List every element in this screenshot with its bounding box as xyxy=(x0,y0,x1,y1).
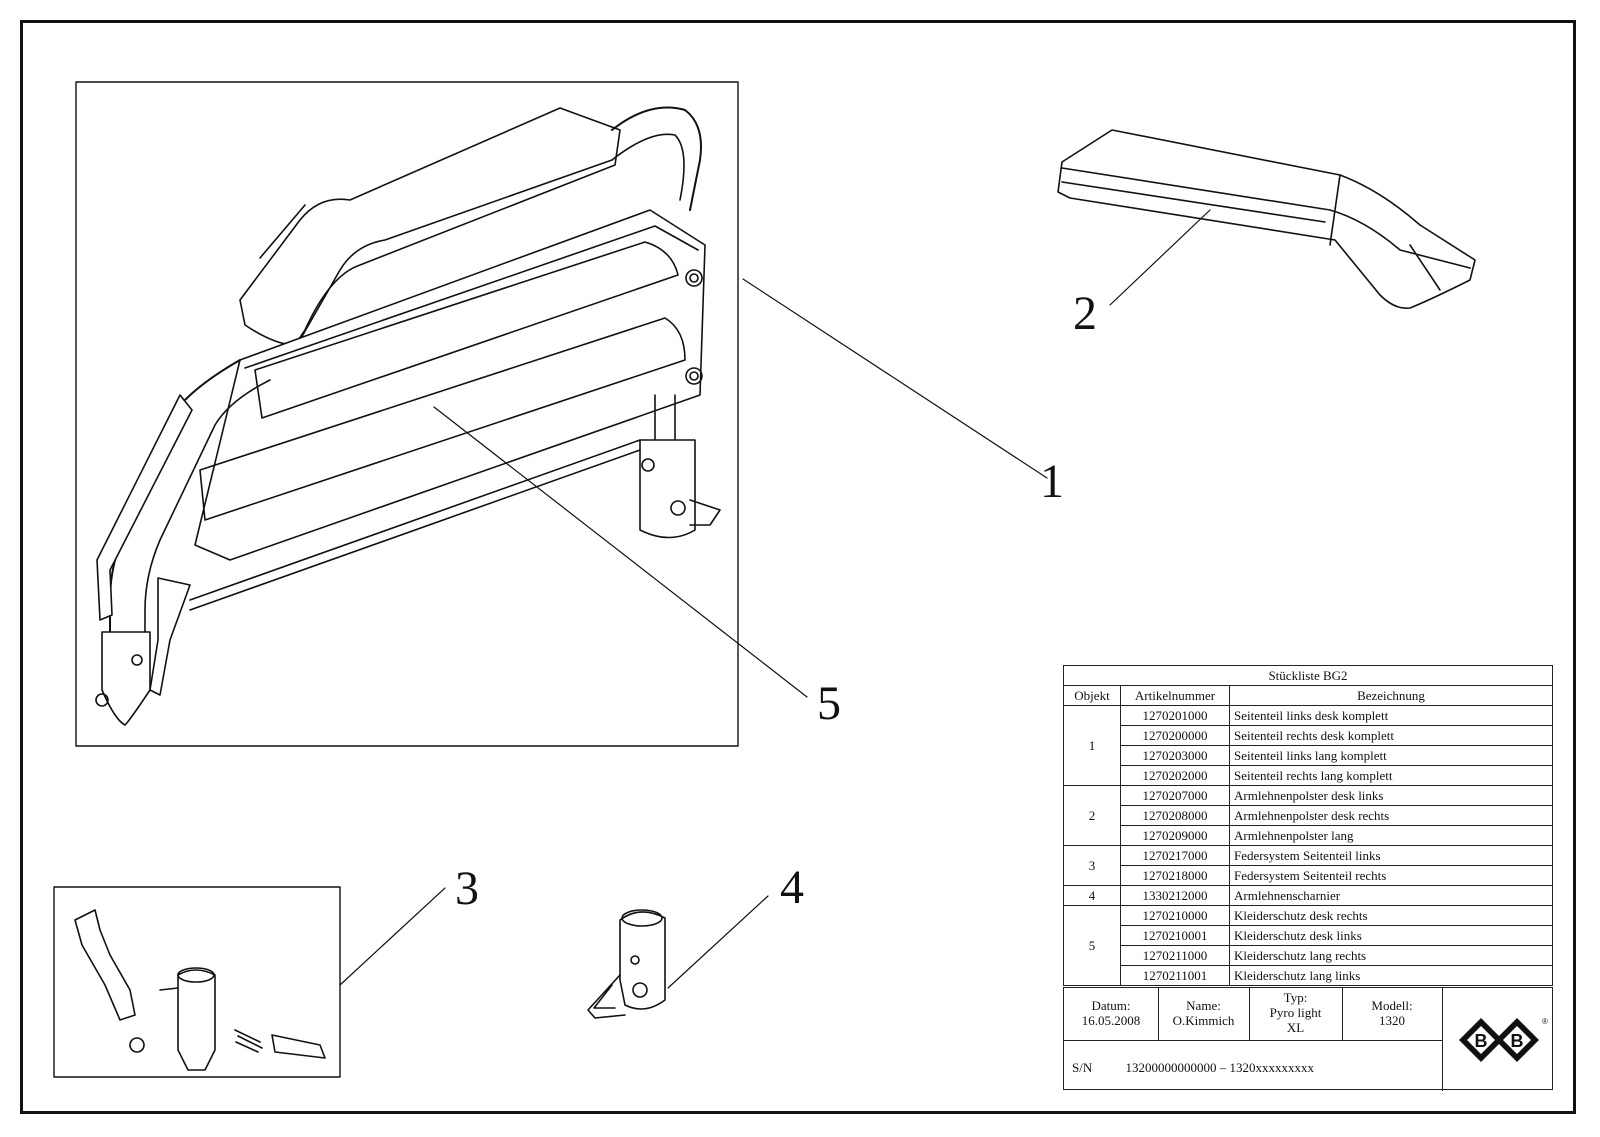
bezeichnung-cell: Armlehnenscharnier xyxy=(1229,885,1553,906)
bezeichnung-cell: Armlehnenpolster lang xyxy=(1229,825,1553,846)
parts-list-table: Stückliste BG2 Objekt Artikelnummer Beze… xyxy=(1063,665,1553,986)
header-objekt: Objekt xyxy=(1063,685,1121,706)
table-row: 1270211001 Kleiderschutz lang links xyxy=(1064,965,1553,986)
table-row: 3 1270217000 Federsystem Seitenteil link… xyxy=(1063,845,1553,886)
bezeichnung-cell: Seitenteil links desk komplett xyxy=(1229,705,1553,726)
objekt-cell: 3 xyxy=(1063,845,1121,886)
artikel-cell: 1270217000 xyxy=(1120,845,1230,866)
bezeichnung-cell: Federsystem Seitenteil rechts xyxy=(1229,865,1553,886)
objekt-cell: 2 xyxy=(1063,785,1121,846)
modell-label: Modell: xyxy=(1371,998,1413,1013)
title-block: Datum: 16.05.2008 Name: O.Kimmich Typ: P… xyxy=(1063,987,1553,1091)
drawing-frame xyxy=(20,20,1576,1114)
sn-value: 13200000000000 – 1320xxxxxxxxx xyxy=(1125,1060,1314,1075)
name-value: O.Kimmich xyxy=(1172,1013,1235,1028)
logo-letter-right: B xyxy=(1511,1031,1524,1051)
modell-cell: Modell: 1320 xyxy=(1342,998,1442,1028)
bezeichnung-cell: Kleiderschutz lang rechts xyxy=(1229,945,1553,966)
table-row: 2 1270207000 Armlehnenpolster desk links xyxy=(1063,785,1553,846)
logo-registered-mark: ® xyxy=(1542,1017,1548,1026)
table-row: 1270209000 Armlehnenpolster lang xyxy=(1064,825,1553,846)
artikel-cell: 1270210001 xyxy=(1120,925,1230,946)
artikel-cell: 1270202000 xyxy=(1120,765,1230,786)
artikel-cell: 1270211000 xyxy=(1120,945,1230,966)
objekt-cell: 4 xyxy=(1063,885,1121,906)
datum-label: Datum: xyxy=(1091,998,1131,1013)
name-label: Name: xyxy=(1186,998,1221,1013)
table-row: 1 1270201000 Seitenteil links desk kompl… xyxy=(1063,705,1553,786)
bezeichnung-cell: Armlehnenpolster desk rechts xyxy=(1229,805,1553,826)
callout-3: 3 xyxy=(455,862,479,915)
objekt-cell: 1 xyxy=(1063,705,1121,786)
artikel-cell: 1270210000 xyxy=(1120,905,1230,926)
artikel-cell: 1270208000 xyxy=(1120,805,1230,826)
header-artikelnummer: Artikelnummer xyxy=(1120,685,1230,706)
parts-list-title: Stückliste BG2 xyxy=(1063,665,1553,686)
name-cell: Name: O.Kimmich xyxy=(1158,998,1249,1028)
objekt-cell: 5 xyxy=(1063,905,1121,986)
bezeichnung-cell: Seitenteil rechts lang komplett xyxy=(1229,765,1553,786)
table-row: 1270211000 Kleiderschutz lang rechts xyxy=(1064,945,1553,966)
artikel-cell: 1270211001 xyxy=(1120,965,1230,986)
bezeichnung-cell: Kleiderschutz lang links xyxy=(1229,965,1553,986)
typ-value-line2: XL xyxy=(1286,1020,1305,1035)
artikel-cell: 1270201000 xyxy=(1120,705,1230,726)
callout-1: 1 xyxy=(1040,455,1064,508)
bezeichnung-cell: Seitenteil rechts desk komplett xyxy=(1229,725,1553,746)
artikel-cell: 1330212000 xyxy=(1120,885,1230,906)
callout-5: 5 xyxy=(817,677,841,730)
armrest-pad xyxy=(1057,129,1476,310)
datum-cell: Datum: 16.05.2008 xyxy=(1064,998,1158,1028)
detail-box-3 xyxy=(53,886,341,1078)
header-bezeichnung: Bezeichnung xyxy=(1229,685,1553,706)
table-row: 5 1270210000 Kleiderschutz desk rechts xyxy=(1063,905,1553,986)
table-row: 1270202000 Seitenteil rechts lang komple… xyxy=(1064,765,1553,786)
typ-label: Typ: xyxy=(1283,990,1308,1005)
artikel-cell: 1270218000 xyxy=(1120,865,1230,886)
side-panel-assembly xyxy=(95,106,721,726)
artikel-cell: 1270200000 xyxy=(1120,725,1230,746)
main-view-box xyxy=(75,81,739,747)
typ-value-line1: Pyro light xyxy=(1269,1005,1322,1020)
armrest-hinge xyxy=(587,909,666,1019)
callout-2: 2 xyxy=(1073,287,1097,340)
typ-cell: Typ: Pyro light XL xyxy=(1249,990,1342,1035)
artikel-cell: 1270203000 xyxy=(1120,745,1230,766)
table-row: 1270203000 Seitenteil links lang komplet… xyxy=(1064,745,1553,766)
table-row: 1270218000 Federsystem Seitenteil rechts xyxy=(1064,865,1553,886)
sn-label: S/N xyxy=(1072,1060,1093,1075)
bezeichnung-cell: Seitenteil links lang komplett xyxy=(1229,745,1553,766)
table-row: 1270208000 Armlehnenpolster desk rechts xyxy=(1064,805,1553,826)
bezeichnung-cell: Federsystem Seitenteil links xyxy=(1229,845,1553,866)
bezeichnung-cell: Kleiderschutz desk links xyxy=(1229,925,1553,946)
serial-cell: S/N 13200000000000 – 1320xxxxxxxxx xyxy=(1072,1060,1314,1075)
modell-value: 1320 xyxy=(1379,1013,1405,1028)
table-row: 4 1330212000 Armlehnenscharnier xyxy=(1063,885,1553,906)
brand-logo-icon: B B ® xyxy=(1459,1017,1548,1062)
artikel-cell: 1270209000 xyxy=(1120,825,1230,846)
bezeichnung-cell: Kleiderschutz desk rechts xyxy=(1229,905,1553,926)
spring-system-parts xyxy=(74,909,326,1071)
artikel-cell: 1270207000 xyxy=(1120,785,1230,806)
datum-value: 16.05.2008 xyxy=(1081,1013,1141,1028)
table-row: 1270200000 Seitenteil rechts desk komple… xyxy=(1064,725,1553,746)
bezeichnung-cell: Armlehnenpolster desk links xyxy=(1229,785,1553,806)
callout-4: 4 xyxy=(780,861,804,914)
table-row: 1270210001 Kleiderschutz desk links xyxy=(1064,925,1553,946)
logo-letter-left: B xyxy=(1475,1031,1488,1051)
